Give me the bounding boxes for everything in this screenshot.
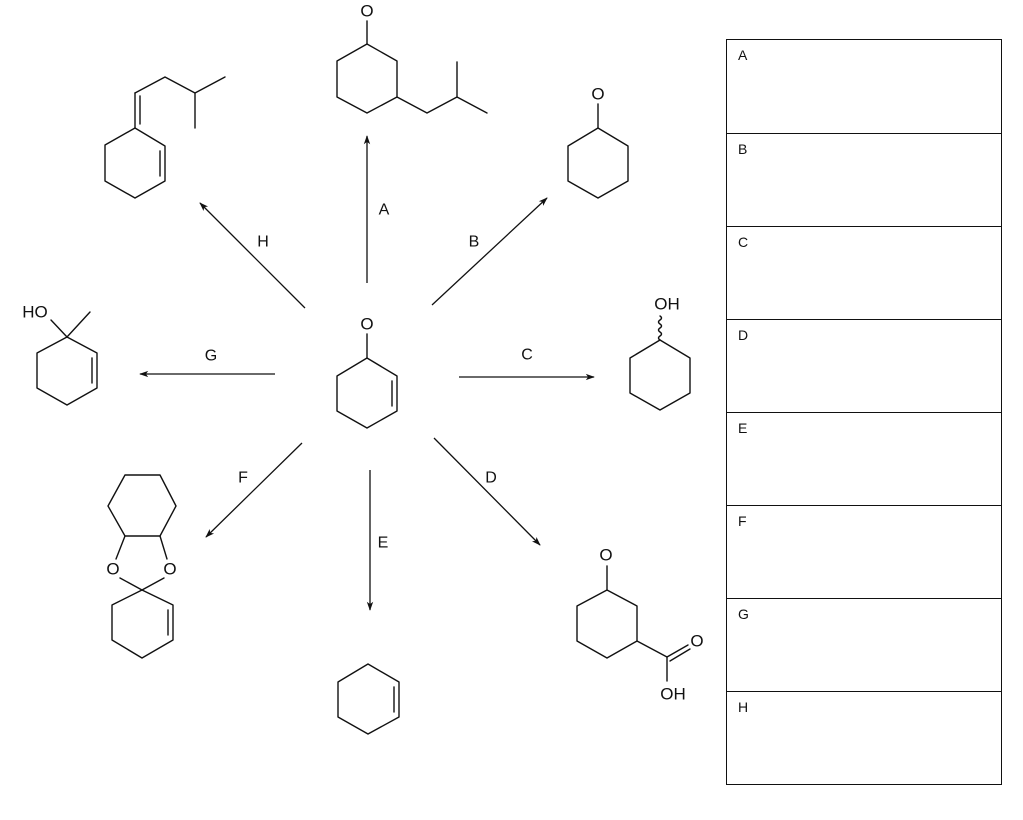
atom-hydroxyl: OH bbox=[654, 295, 680, 314]
answer-row-f[interactable]: F bbox=[727, 505, 1001, 598]
atom-oxygen: O bbox=[690, 632, 703, 651]
atom-oxygen: O bbox=[163, 560, 176, 579]
product-h bbox=[104, 76, 226, 199]
arrow-f bbox=[205, 442, 303, 538]
answer-row-label: A bbox=[738, 47, 748, 63]
reagent-label-c: C bbox=[521, 347, 533, 364]
arrow-d bbox=[433, 437, 541, 546]
reagent-label-f: F bbox=[238, 470, 248, 487]
arrow-h bbox=[199, 202, 306, 309]
product-a: O bbox=[336, 2, 488, 114]
atom-oxygen: O bbox=[591, 85, 604, 104]
answer-row-label: C bbox=[738, 234, 749, 250]
atom-hydroxyl: OH bbox=[660, 685, 686, 704]
answer-row-h[interactable]: H bbox=[727, 691, 1001, 784]
product-e bbox=[337, 663, 400, 735]
atom-oxygen: O bbox=[599, 546, 612, 565]
product-b: O bbox=[567, 85, 629, 199]
answer-row-label: H bbox=[738, 699, 749, 715]
reagent-label-g: G bbox=[205, 348, 217, 365]
atom-oxygen: O bbox=[360, 315, 373, 334]
reagent-label-h: H bbox=[257, 234, 269, 251]
reagent-label-e: E bbox=[378, 535, 389, 552]
answer-row-a[interactable]: A bbox=[727, 40, 1001, 133]
reagent-label-b: B bbox=[469, 234, 480, 251]
reagent-label-d: D bbox=[485, 470, 497, 487]
product-g: HO bbox=[22, 303, 98, 406]
answer-row-label: F bbox=[738, 513, 747, 529]
answer-row-label: D bbox=[738, 327, 749, 343]
arrow-b bbox=[431, 197, 548, 306]
answer-row-d[interactable]: D bbox=[727, 319, 1001, 412]
starting-material-cyclohexenone: O bbox=[336, 315, 398, 429]
answer-row-label: B bbox=[738, 141, 748, 157]
product-f: O O bbox=[106, 474, 177, 659]
answer-row-label: G bbox=[738, 606, 749, 622]
atom-oxygen: O bbox=[106, 560, 119, 579]
atom-hydroxyl: HO bbox=[22, 303, 48, 322]
answer-row-label: E bbox=[738, 420, 748, 436]
answer-row-e[interactable]: E bbox=[727, 412, 1001, 505]
answer-row-g[interactable]: G bbox=[727, 598, 1001, 691]
product-c: OH bbox=[629, 295, 691, 411]
answer-table: A B C D E F G H bbox=[726, 39, 1002, 785]
answer-row-b[interactable]: B bbox=[727, 133, 1001, 226]
answer-row-c[interactable]: C bbox=[727, 226, 1001, 319]
reagent-label-a: A bbox=[379, 202, 390, 219]
product-d: O O OH bbox=[576, 546, 704, 704]
atom-oxygen: O bbox=[360, 2, 373, 21]
